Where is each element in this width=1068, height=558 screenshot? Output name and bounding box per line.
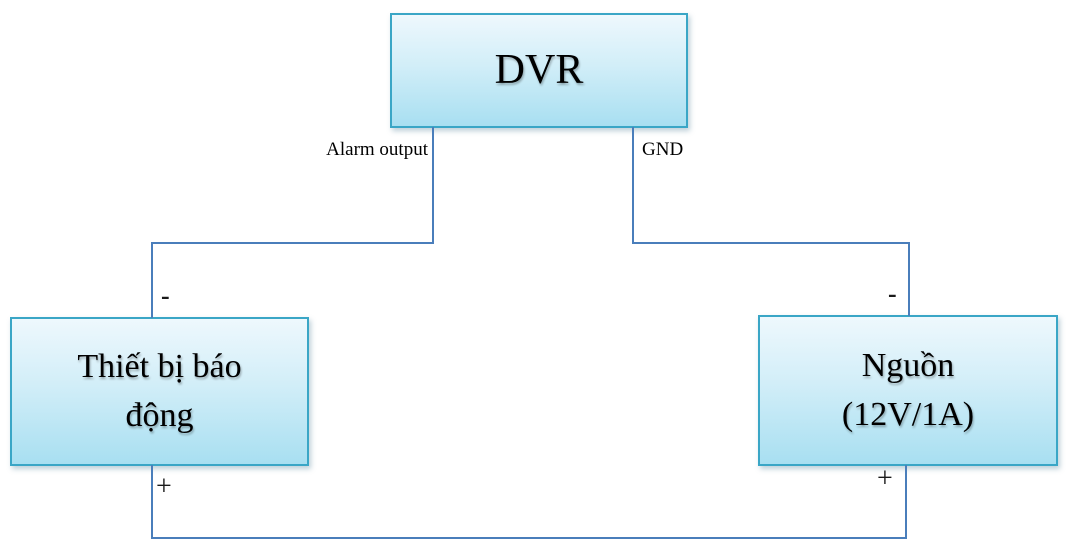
alarm-device-minus-terminal: -: [161, 281, 170, 310]
gnd-label: GND: [642, 139, 684, 160]
wire-gnd-horizontal: [632, 242, 910, 244]
wire-plus-horizontal: [151, 537, 907, 539]
wire-plus-to-power: [905, 465, 907, 539]
wire-plus-from-device: [151, 465, 153, 539]
wire-gnd-to-power: [908, 242, 910, 316]
wire-alarm-output-to-device: [151, 242, 153, 318]
power-supply-label: Nguồn (12V/1A): [841, 347, 975, 433]
wire-alarm-output-horizontal: [151, 242, 434, 244]
dvr-node: DVR: [390, 13, 688, 128]
alarm-device-label: Thiết bị báo động: [77, 348, 242, 434]
alarm-device-node: Thiết bị báo động: [10, 317, 309, 466]
wire-alarm-output-drop: [432, 127, 434, 244]
alarm-device-plus-terminal: +: [156, 471, 172, 502]
power-supply-minus-terminal: -: [888, 279, 897, 308]
alarm-output-label: Alarm output: [326, 139, 428, 160]
dvr-label: DVR: [494, 47, 584, 94]
power-supply-node: Nguồn (12V/1A): [758, 315, 1058, 466]
power-supply-plus-terminal: +: [877, 463, 893, 494]
wire-gnd-drop: [632, 127, 634, 244]
